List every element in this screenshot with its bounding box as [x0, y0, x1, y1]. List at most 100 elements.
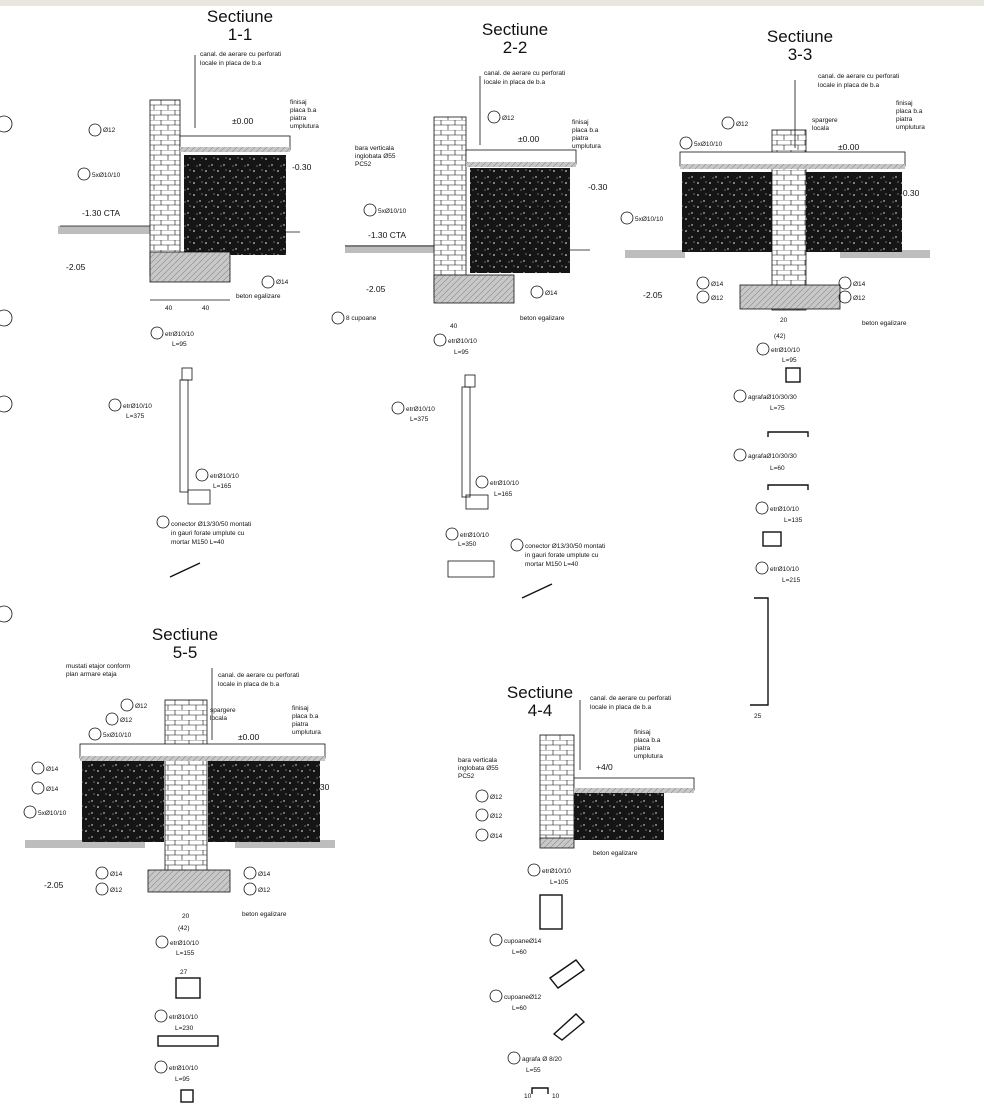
svg-text:±0.00: ±0.00	[838, 142, 859, 152]
svg-text:piatra: piatra	[896, 116, 913, 123]
svg-text:Ø12: Ø12	[853, 295, 866, 302]
svg-text:locale in placa de b.a: locale in placa de b.a	[218, 681, 279, 688]
svg-text:20: 20	[780, 317, 788, 324]
svg-text:L=105: L=105	[550, 879, 569, 886]
svg-text:L=350: L=350	[458, 541, 477, 548]
section-title: Sectiune	[151, 625, 219, 644]
section-5-5-title: Sectiune 5-5	[145, 625, 225, 662]
svg-text:spargere: spargere	[210, 707, 236, 714]
svg-text:L=165: L=165	[494, 491, 513, 498]
svg-text:L=60: L=60	[512, 949, 527, 956]
svg-text:placa b.a: placa b.a	[634, 737, 661, 744]
level-label: -1.30 CTA	[82, 208, 120, 218]
svg-text:-0.55: -0.55	[535, 200, 555, 210]
svg-text:25: 25	[754, 713, 762, 720]
svg-text:etrØ10/10: etrØ10/10	[165, 331, 194, 338]
svg-text:27: 27	[180, 969, 188, 976]
svg-text:etrØ10/10: etrØ10/10	[460, 532, 489, 539]
section-number: 4-4	[527, 701, 553, 720]
svg-text:40: 40	[165, 305, 173, 312]
svg-text:cupoaneØ14: cupoaneØ14	[504, 938, 542, 945]
svg-text:L=60: L=60	[512, 1005, 527, 1012]
svg-text:10: 10	[552, 1093, 560, 1100]
svg-text:L=375: L=375	[410, 416, 429, 423]
svg-text:canal. de aerare cu perforati: canal. de aerare cu perforati	[818, 73, 899, 80]
svg-text:L=95: L=95	[172, 341, 187, 348]
beton-label: beton egalizare	[236, 293, 281, 300]
svg-text:Ø14: Ø14	[46, 766, 59, 773]
svg-text:finisaj: finisaj	[572, 119, 589, 126]
svg-text:in gauri forate umplute cu: in gauri forate umplute cu	[171, 530, 245, 537]
svg-text:etrØ10/10: etrØ10/10	[210, 473, 239, 480]
svg-text:Ø12: Ø12	[135, 703, 148, 710]
svg-text:finisaj: finisaj	[896, 100, 913, 107]
svg-text:etrØ10/10: etrØ10/10	[123, 403, 152, 410]
svg-text:L=75: L=75	[770, 405, 785, 412]
section-5-5-drawing: mustati etajor conform plan armare etaja…	[23, 663, 335, 1103]
layer-placa: placa b.a	[290, 107, 317, 114]
section-2-2-drawing: canal. de aerare cu perforati locale in …	[331, 70, 608, 599]
svg-text:conector Ø13/30/50 montati: conector Ø13/30/50 montati	[525, 543, 605, 550]
svg-text:etrØ10/10: etrØ10/10	[770, 506, 799, 513]
section-4-4-drawing: canal. de aerare cu perforati locale in …	[458, 695, 695, 1100]
svg-text:8 cupoane: 8 cupoane	[346, 315, 377, 322]
svg-text:-0.30: -0.30	[900, 188, 920, 198]
svg-text:locala: locala	[812, 125, 829, 132]
svg-text:Ø12: Ø12	[103, 127, 116, 134]
svg-text:L=230: L=230	[175, 1025, 194, 1032]
note-canal: canal. de aerare cu perforati	[200, 51, 281, 58]
svg-text:Ø14: Ø14	[46, 786, 59, 793]
svg-text:L=375: L=375	[126, 413, 145, 420]
svg-text:conector Ø13/30/50 montati: conector Ø13/30/50 montati	[171, 521, 251, 528]
svg-text:L=95: L=95	[782, 357, 797, 364]
section-number: 3-3	[787, 45, 813, 64]
svg-text:40: 40	[450, 323, 458, 330]
svg-text:etrØ10/10: etrØ10/10	[771, 347, 800, 354]
svg-text:5xØ10/10: 5xØ10/10	[38, 810, 67, 817]
svg-text:etrØ10/10: etrØ10/10	[406, 406, 435, 413]
svg-text:piatra: piatra	[572, 135, 589, 142]
svg-text:etrØ10/10: etrØ10/10	[169, 1065, 198, 1072]
svg-text:Ø12: Ø12	[110, 887, 123, 894]
svg-text:±0.00: ±0.00	[238, 732, 259, 742]
svg-text:Ø12: Ø12	[120, 717, 133, 724]
svg-text:canal. de aerare cu perforati: canal. de aerare cu perforati	[590, 695, 671, 702]
svg-text:etrØ10/10: etrØ10/10	[170, 940, 199, 947]
svg-text:spargere: spargere	[812, 117, 838, 124]
svg-text:PC52: PC52	[458, 773, 475, 780]
svg-text:piatra: piatra	[292, 721, 309, 728]
section-4-4-title: Sectiune 4-4	[500, 684, 580, 720]
svg-text:Ø14: Ø14	[258, 871, 271, 878]
svg-text:locale in placa de b.a: locale in placa de b.a	[590, 704, 651, 711]
svg-text:finisaj: finisaj	[292, 705, 309, 712]
section-3-3-drawing: canal. de aerare cu perforati locale in …	[620, 73, 930, 720]
svg-text:-1.30 CTA: -1.30 CTA	[368, 230, 406, 240]
note-locale: locale in placa de b.a	[200, 60, 261, 67]
svg-text:-0.55: -0.55	[262, 798, 282, 808]
svg-text:bara verticala: bara verticala	[355, 145, 394, 152]
svg-text:umplutura: umplutura	[572, 143, 601, 150]
svg-text:Ø12: Ø12	[490, 794, 503, 801]
svg-text:piatra: piatra	[634, 745, 651, 752]
svg-text:Ø12: Ø12	[736, 121, 749, 128]
svg-text:mortar M150 L=40: mortar M150 L=40	[525, 561, 579, 568]
svg-text:Ø14: Ø14	[853, 281, 866, 288]
svg-text:etrØ10/10: etrØ10/10	[542, 868, 571, 875]
svg-text:placa b.a: placa b.a	[572, 127, 599, 134]
svg-text:Ø12: Ø12	[490, 813, 503, 820]
svg-text:5xØ10/10: 5xØ10/10	[635, 216, 664, 223]
section-number: 2-2	[502, 38, 528, 57]
svg-text:agrafaØ10/30/30: agrafaØ10/30/30	[748, 394, 797, 401]
svg-text:etrØ10/10: etrØ10/10	[448, 338, 477, 345]
svg-text:L=215: L=215	[782, 577, 801, 584]
section-number: 5-5	[172, 643, 198, 662]
svg-text:locale in placa de b.a: locale in placa de b.a	[484, 79, 545, 86]
svg-text:mustati etajor conform: mustati etajor conform	[66, 663, 130, 670]
svg-text:PC52: PC52	[355, 161, 372, 168]
svg-text:canal. de aerare cu perforati: canal. de aerare cu perforati	[484, 70, 565, 77]
svg-text:-0.30: -0.30	[588, 182, 608, 192]
svg-text:in gauri forate umplute cu: in gauri forate umplute cu	[525, 552, 599, 559]
section-1-1-drawing: canal. de aerare cu perforati locale in …	[58, 51, 319, 578]
svg-text:beton egalizare: beton egalizare	[593, 850, 638, 857]
